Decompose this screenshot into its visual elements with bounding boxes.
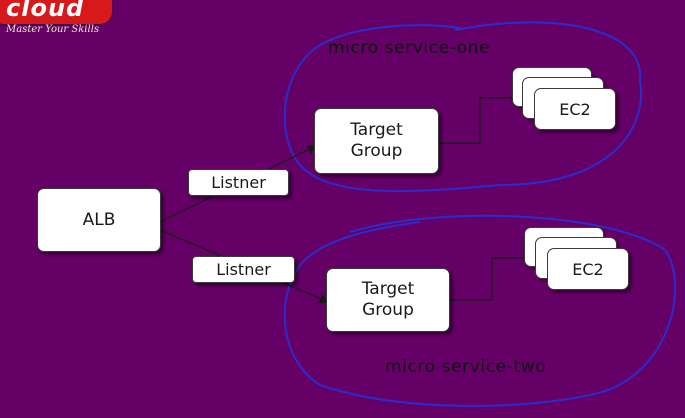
outline-micro-service-two: [283, 214, 677, 407]
caption-micro-service-two: micro service-two: [385, 357, 547, 377]
target-group-two: Target Group: [326, 268, 450, 332]
connector-target-two-to-ec2: [450, 253, 534, 301]
alb-node: ALB: [37, 188, 161, 252]
listener-two: Listner: [192, 256, 295, 283]
connector-target-one-to-ec2: [439, 93, 522, 144]
target-group-two-line2: Group: [362, 300, 414, 320]
logo-tagline: Master Your Skills: [6, 24, 100, 35]
logo-badge: [0, 0, 112, 24]
outline-micro-service-one: [283, 21, 642, 193]
listener-one: Listner: [188, 169, 289, 196]
target-group-two-line1: Target: [361, 279, 415, 299]
brand-logo: cloud Master Your Skills: [0, 0, 118, 38]
logo-word: cloud: [6, 0, 85, 22]
ec2-one: EC2: [534, 88, 616, 130]
target-group-one: Target Group: [314, 108, 439, 174]
target-group-one-line1: Target: [350, 120, 403, 140]
caption-micro-service-one: micro service-one: [328, 38, 491, 58]
ec2-two: EC2: [547, 248, 629, 290]
target-group-one-line2: Group: [350, 141, 403, 161]
